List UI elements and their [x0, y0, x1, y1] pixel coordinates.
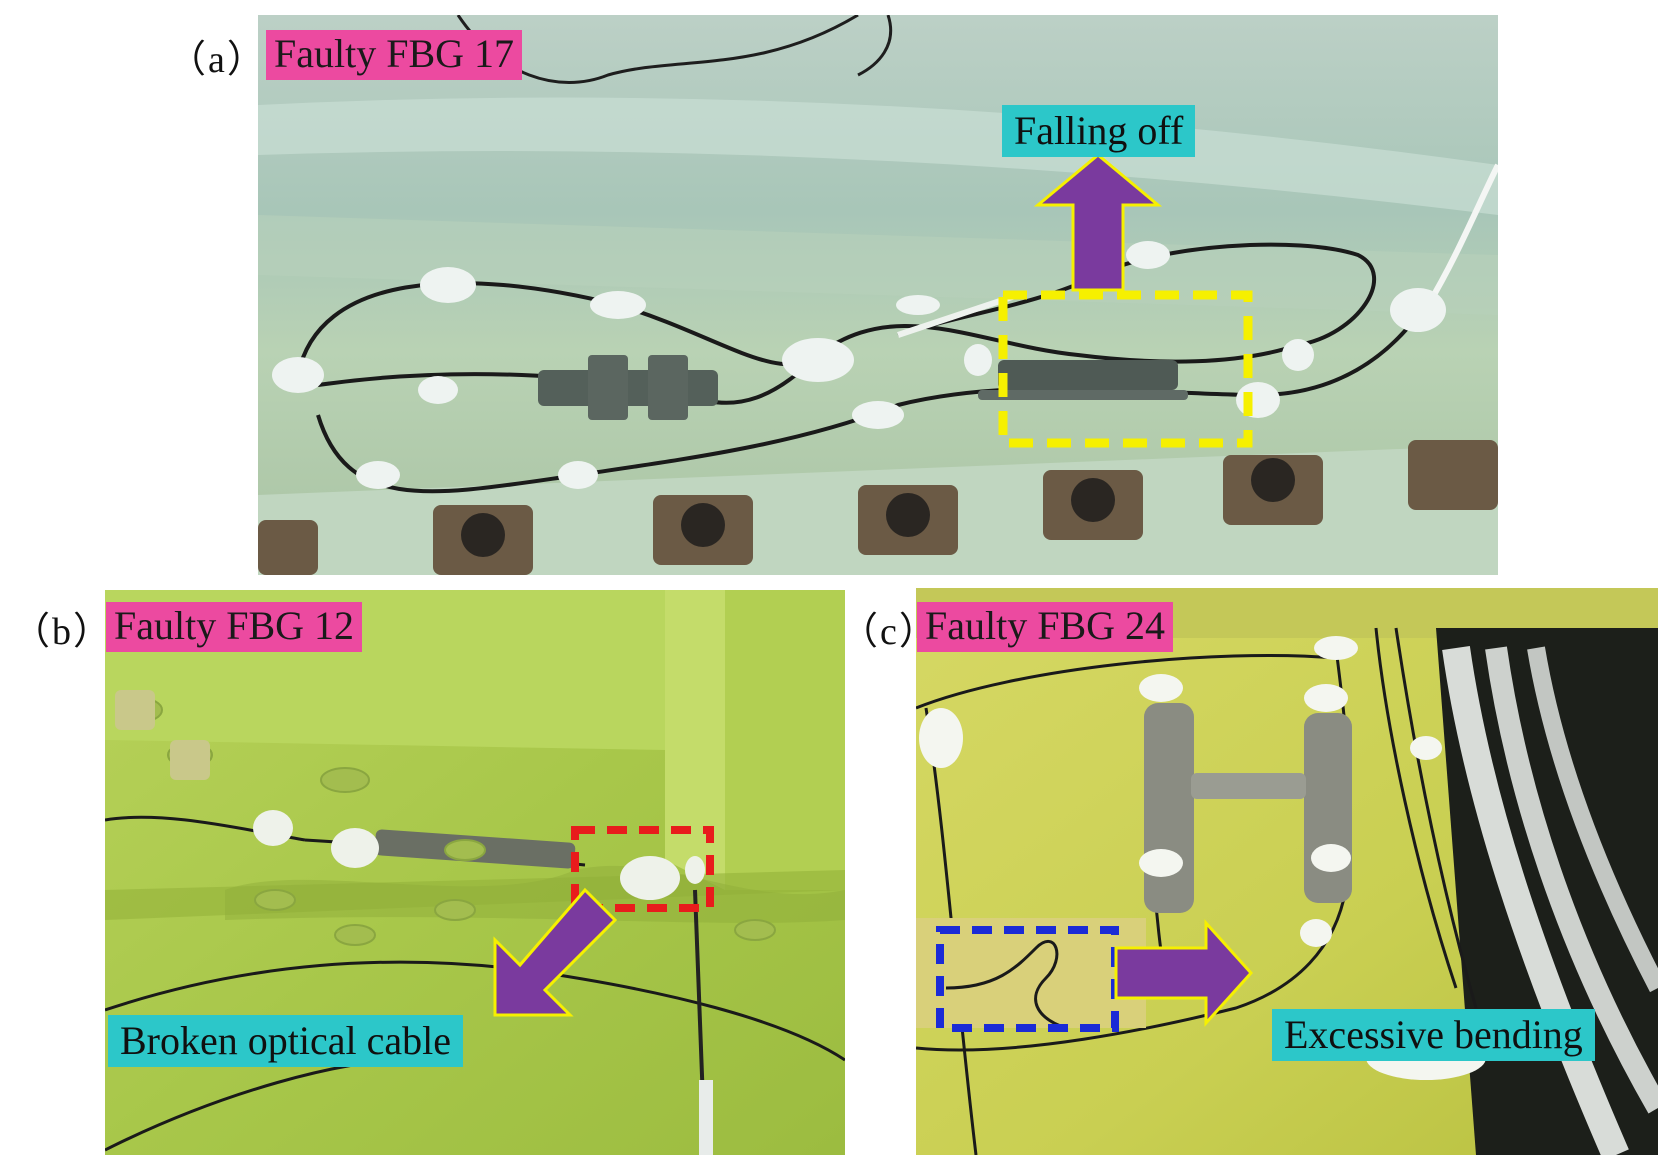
photo-panel-b: [105, 590, 845, 1155]
highlight-box-b: [571, 826, 714, 912]
callout-excessive-bending: Excessive bending: [1272, 1009, 1595, 1061]
arrow-b: [493, 887, 618, 1017]
fault-tag-c: Faulty FBG 24: [917, 602, 1174, 652]
fault-tag-b: Faulty FBG 12: [106, 602, 363, 652]
callout-broken-optical-cable: Broken optical cable: [108, 1015, 463, 1067]
photo-b-scene: [105, 590, 845, 1155]
highlight-box-a: [998, 290, 1253, 448]
photo-a-scene: [258, 15, 1498, 575]
photo-panel-c: [916, 588, 1658, 1155]
photo-c-scene: [916, 588, 1658, 1155]
arrow-c: [1114, 919, 1254, 1027]
panel-letter-b: （b）: [12, 611, 114, 653]
callout-falling-off: Falling off: [1002, 105, 1196, 157]
arrow-a: [1033, 153, 1163, 292]
photo-panel-a: [258, 15, 1498, 575]
fault-tag-a: Faulty FBG 17: [266, 30, 523, 80]
panel-letter-a: （a）: [168, 39, 267, 81]
